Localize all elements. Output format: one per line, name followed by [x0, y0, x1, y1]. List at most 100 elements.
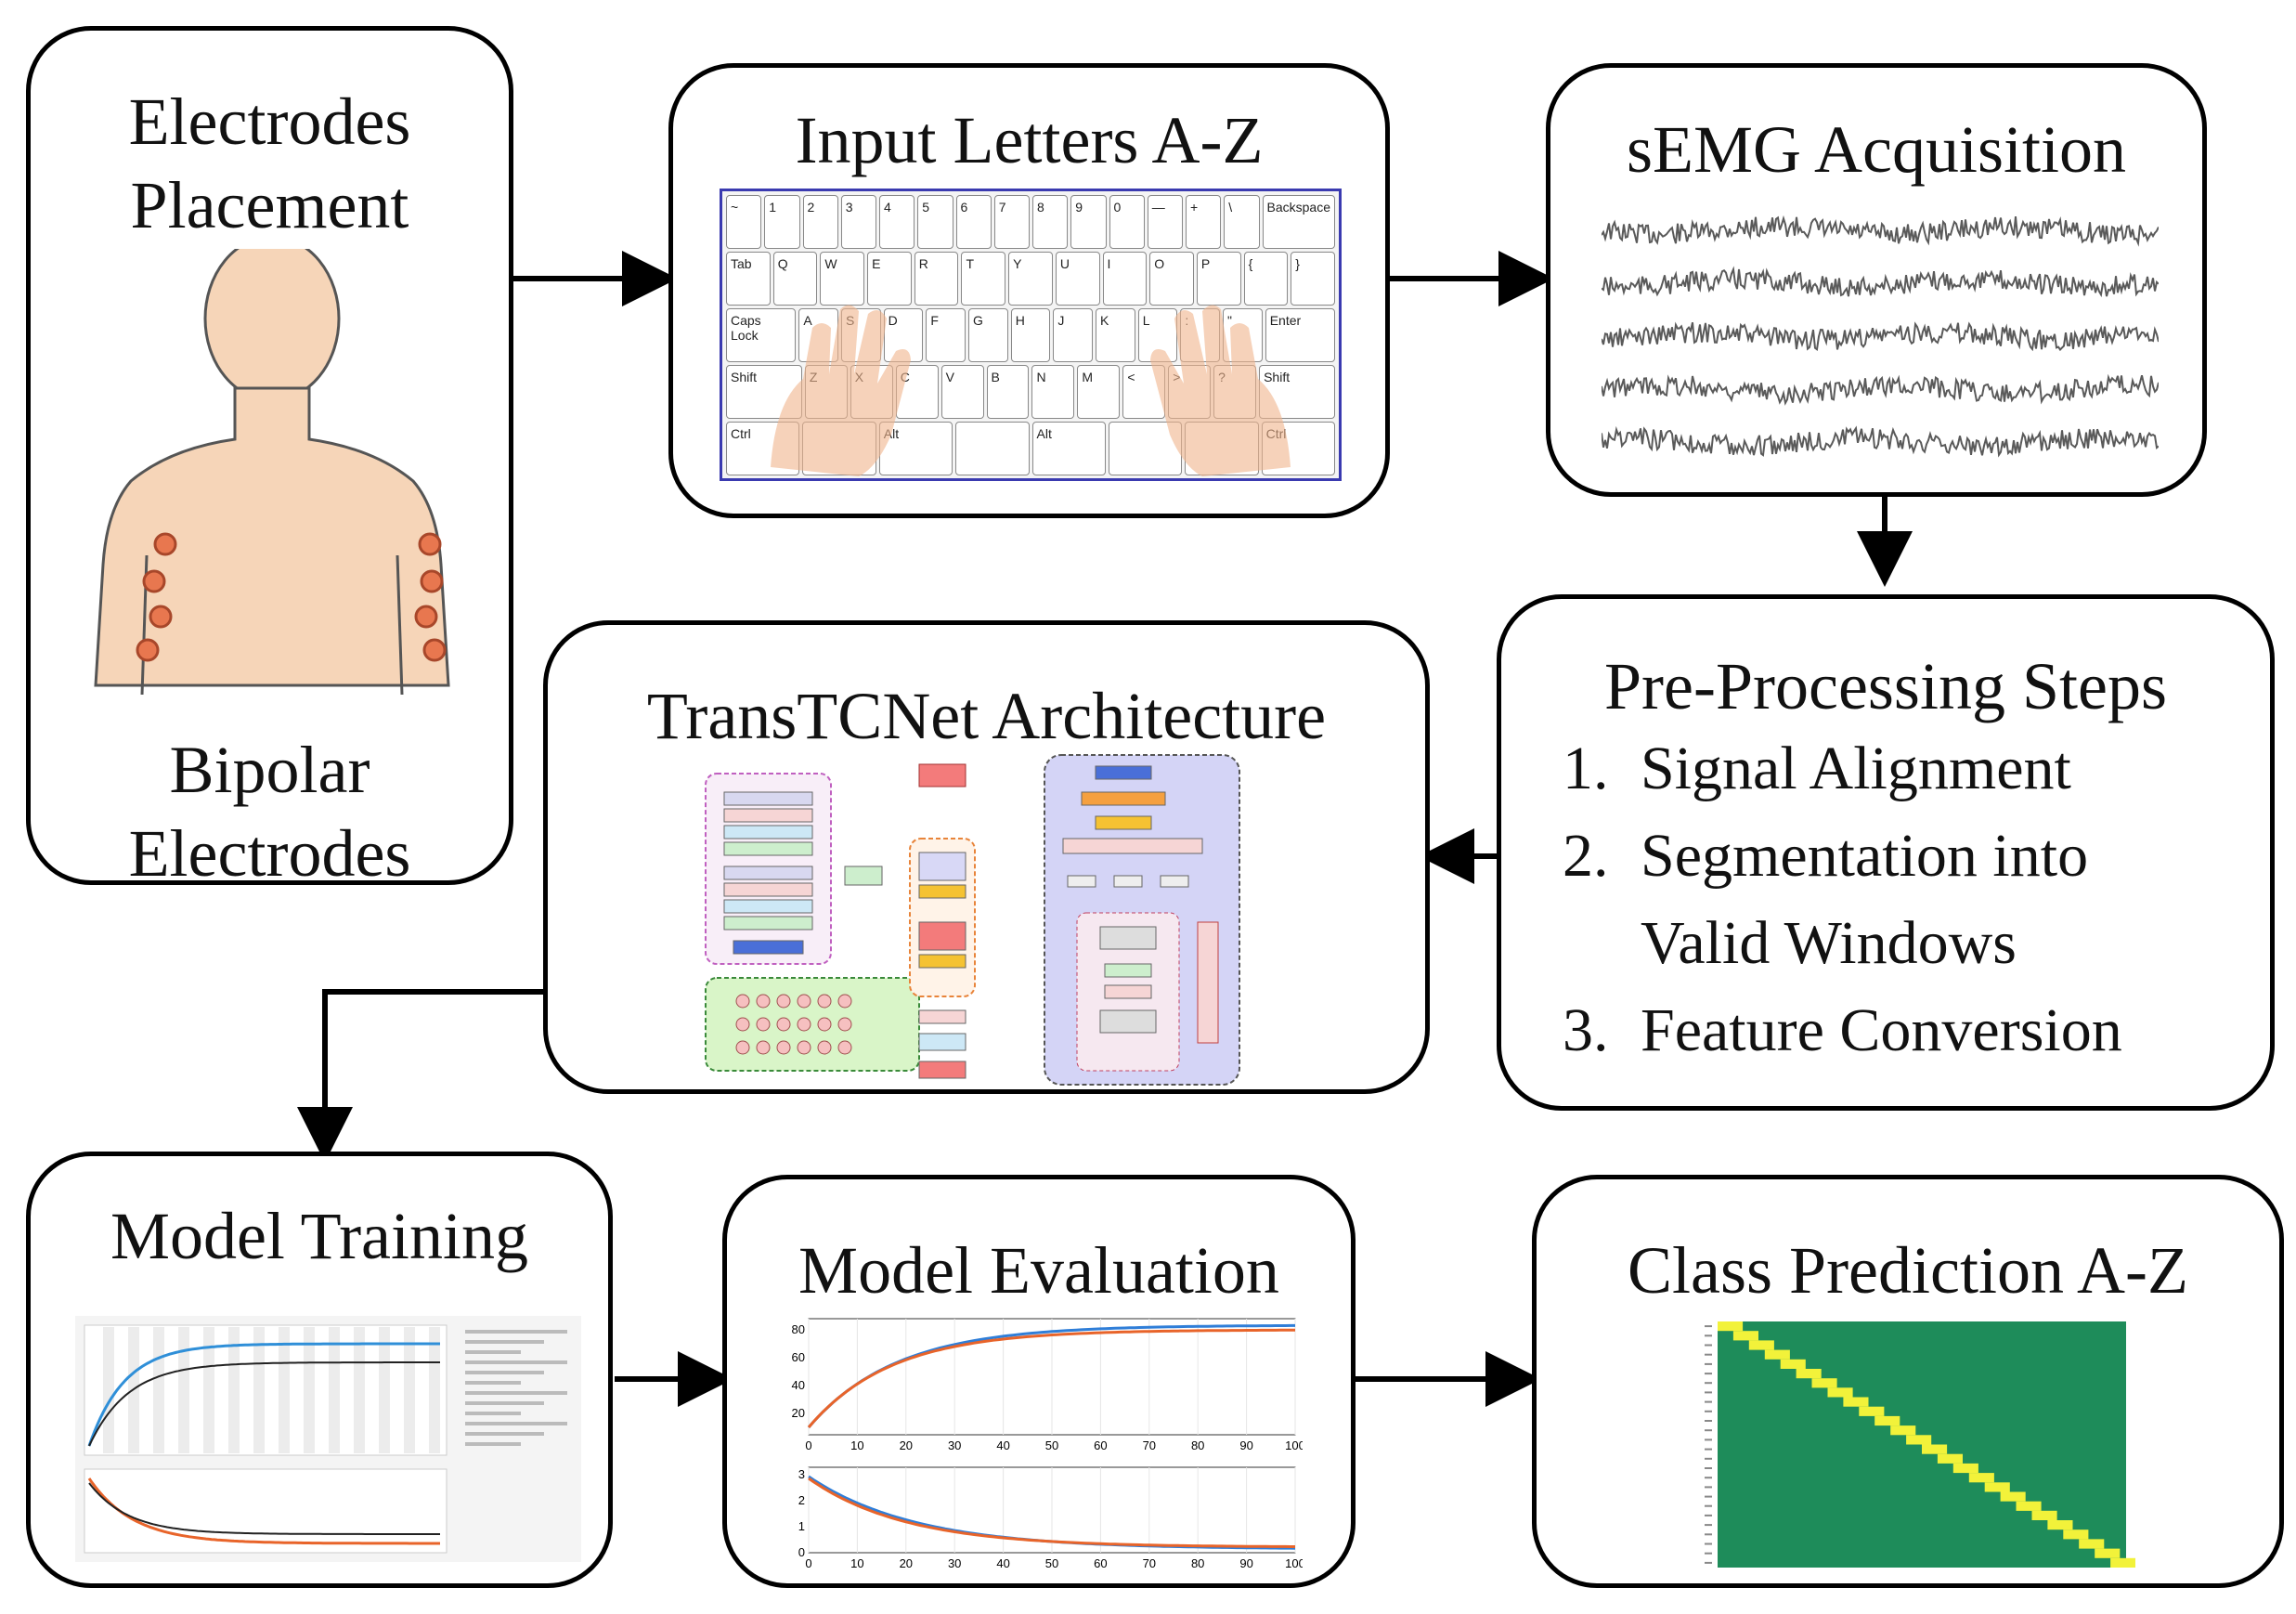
- y-tick-label: 40: [792, 1378, 805, 1392]
- row-label: [1705, 1325, 1712, 1328]
- epoch-band: [253, 1327, 265, 1453]
- training-loss-line: [87, 1477, 440, 1545]
- x-tick-label: 10: [850, 1556, 863, 1570]
- keyboard-key: M: [1077, 365, 1121, 419]
- training-info-text: [465, 1360, 567, 1364]
- transtcnet-box: TransTCNet Architecture: [543, 620, 1430, 1094]
- keyboard-key: 7: [993, 195, 1030, 249]
- keyboard-key: 0: [1109, 195, 1145, 249]
- epoch-band: [329, 1327, 340, 1453]
- x-tick-label: 70: [1143, 1438, 1156, 1452]
- y-tick-label: 3: [798, 1467, 805, 1481]
- class-prediction-box: Class Prediction A-Z: [1532, 1175, 2284, 1588]
- preprocessing-steps: 1.Signal Alignment 2.Segmentation into V…: [1563, 738, 2122, 1087]
- matrix-diagonal-cell: [2110, 1557, 2135, 1568]
- keyboard-key: 6: [955, 195, 992, 249]
- epoch-band: [153, 1327, 164, 1453]
- keyboard-key: J: [1053, 308, 1094, 362]
- epoch-band: [203, 1327, 214, 1453]
- keyboard-key: 9: [1070, 195, 1107, 249]
- semg-channel-trace: [1602, 373, 2159, 406]
- model-training-title: Model Training: [110, 1199, 529, 1273]
- preprocessing-title: Pre-Processing Steps: [1604, 649, 2167, 723]
- electrodes-placement-box: Electrodes Placement Bipolar Electrodes: [26, 26, 513, 885]
- matrix-diagonal-cell: [2016, 1501, 2042, 1511]
- keyboard-key: 5: [917, 195, 953, 249]
- epoch-band: [279, 1327, 290, 1453]
- step-2: 2.Segmentation into: [1563, 822, 2089, 890]
- keyboard-key: U: [1055, 252, 1100, 306]
- x-tick-label: 100: [1285, 1556, 1303, 1570]
- row-label: [1705, 1334, 1712, 1337]
- row-label: [1705, 1514, 1712, 1516]
- training-info-text: [465, 1422, 567, 1425]
- matrix-diagonal-cell: [1748, 1340, 1774, 1350]
- matrix-diagonal-cell: [1937, 1453, 1963, 1464]
- matrix-diagonal-cell: [2095, 1548, 2121, 1558]
- row-label: [1705, 1382, 1712, 1385]
- keyboard-key: Y: [1008, 252, 1053, 306]
- y-tick-label: 0: [798, 1545, 805, 1559]
- keyboard-key: R: [914, 252, 959, 306]
- x-tick-label: 60: [1094, 1438, 1107, 1452]
- row-label: [1705, 1486, 1712, 1489]
- keyboard-key: B: [986, 365, 1030, 419]
- model-training-box: Model Training: [26, 1152, 613, 1588]
- row-label: [1705, 1362, 1712, 1365]
- keyboard-key: Backspace: [1262, 195, 1335, 249]
- keyboard-key: T: [961, 252, 1006, 306]
- matrix-diagonal-cell: [1968, 1473, 1994, 1483]
- input-letters-title: Input Letters A-Z: [795, 103, 1264, 177]
- x-tick-label: 30: [948, 1438, 961, 1452]
- keyboard-key: —: [1147, 195, 1183, 249]
- row-label: [1705, 1504, 1712, 1507]
- matrix-diagonal-cell: [1859, 1406, 1885, 1416]
- keyboard-key: W: [820, 252, 865, 306]
- matrix-diagonal-cell: [1796, 1369, 1822, 1379]
- matrix-diagonal-cell: [2031, 1510, 2057, 1520]
- keyboard-key: }: [1291, 252, 1335, 306]
- keyboard-key: ~: [726, 195, 762, 249]
- y-tick-label: 80: [792, 1322, 805, 1336]
- matrix-diagonal-cell: [2000, 1491, 2026, 1502]
- keyboard-key: H: [1010, 308, 1051, 362]
- matrix-diagonal-cell: [1890, 1425, 1916, 1436]
- semg-acquisition-box: sEMG Acquisition: [1546, 63, 2207, 497]
- matrix-diagonal-cell: [1764, 1349, 1790, 1360]
- keyboard-key: Q: [772, 252, 818, 306]
- semg-title: sEMG Acquisition: [1626, 112, 2127, 187]
- x-tick-label: 40: [996, 1438, 1009, 1452]
- keyboard-key: \: [1224, 195, 1260, 249]
- x-tick-label: 50: [1045, 1438, 1058, 1452]
- matrix-diagonal-cell: [1952, 1463, 1978, 1474]
- row-label: [1705, 1391, 1712, 1394]
- x-tick-label: 30: [948, 1556, 961, 1570]
- row-label: [1705, 1438, 1712, 1441]
- y-tick-label: 1: [798, 1519, 805, 1533]
- model-evaluation-title: Model Evaluation: [798, 1233, 1279, 1308]
- training-accuracy-line: [87, 1342, 440, 1447]
- matrix-diagonal-cell: [1732, 1331, 1758, 1341]
- training-info-text: [465, 1371, 544, 1374]
- matrix-diagonal-cell: [2047, 1520, 2073, 1530]
- x-tick-label: 40: [996, 1556, 1009, 1570]
- x-tick-label: 20: [900, 1556, 913, 1570]
- architecture-diagram: [705, 754, 1240, 1086]
- accuracy-series-orange: [807, 1328, 1295, 1428]
- training-info-text: [465, 1442, 521, 1446]
- row-label: [1705, 1495, 1712, 1498]
- training-loss-panel: [84, 1468, 448, 1554]
- validation-accuracy-line: [88, 1361, 440, 1447]
- training-info-text: [465, 1340, 544, 1344]
- training-info-text: [465, 1330, 567, 1334]
- row-label: [1705, 1524, 1712, 1527]
- x-tick-label: 90: [1239, 1438, 1252, 1452]
- row-label: [1705, 1429, 1712, 1432]
- keyboard-key: K: [1096, 308, 1135, 362]
- keyboard-key: N: [1031, 365, 1075, 419]
- row-label: [1705, 1477, 1712, 1479]
- keyboard-key: Tab: [726, 252, 771, 306]
- x-tick-label: 80: [1191, 1438, 1204, 1452]
